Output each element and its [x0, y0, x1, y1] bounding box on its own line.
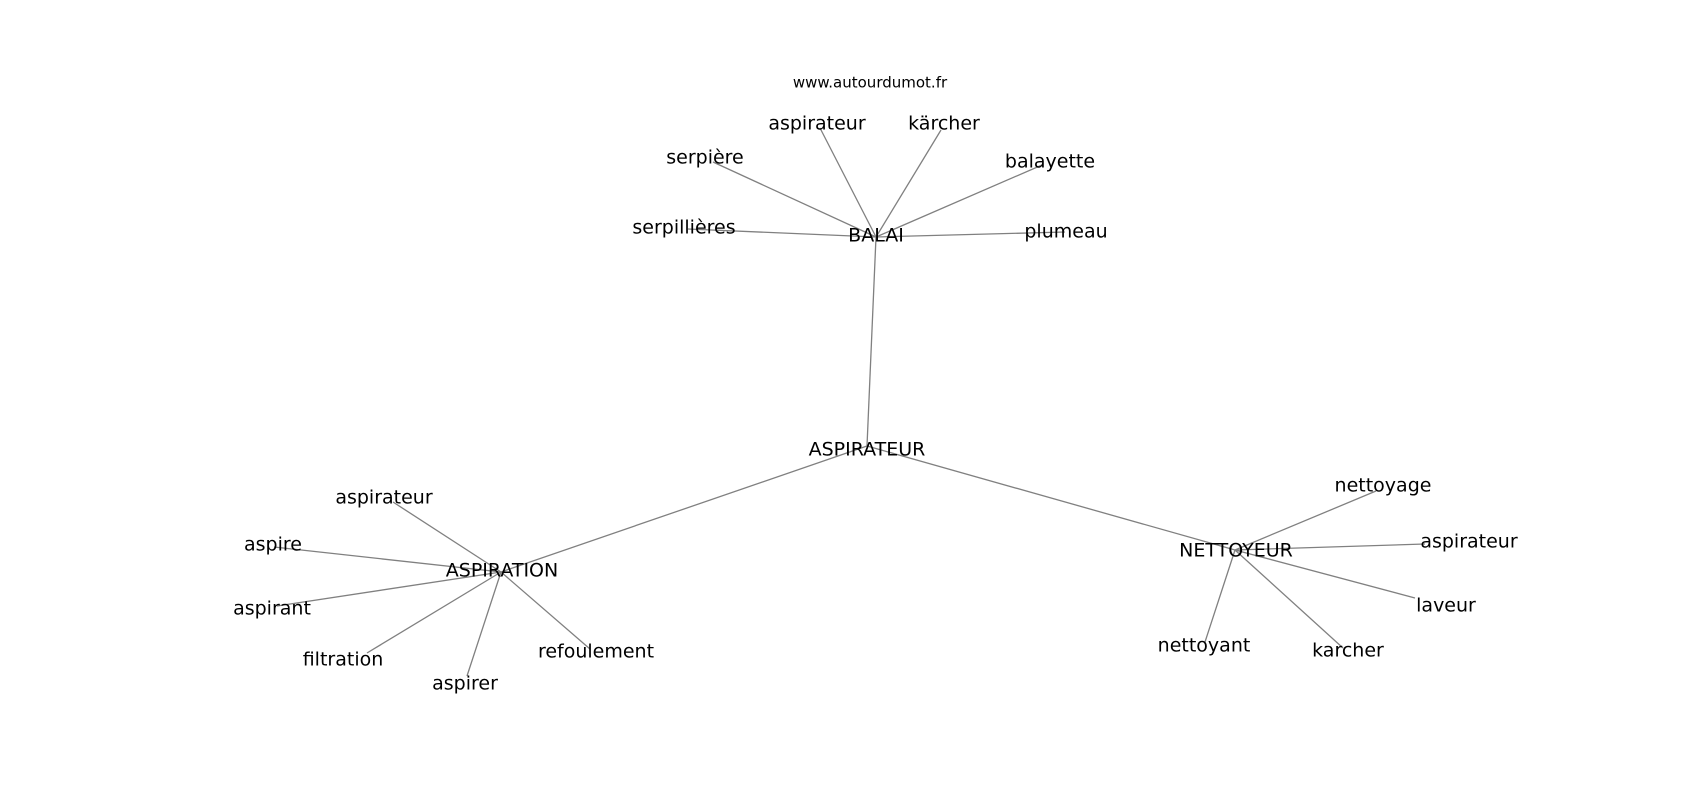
hub-node-label: ASPIRATION	[446, 560, 558, 582]
word-node-label: nettoyage	[1335, 475, 1432, 497]
word-node-label: nettoyant	[1158, 635, 1251, 657]
edge-nettoyeur-4	[1204, 549, 1236, 643]
hub-node-label: BALAI	[848, 225, 904, 247]
word-node-label: aspire	[244, 534, 302, 556]
word-node-label: laveur	[1416, 595, 1476, 617]
edge-nettoyeur-3	[1234, 549, 1344, 649]
edge-balai-4	[687, 228, 877, 238]
edge-aspiration-1	[273, 546, 502, 573]
edge-aspiration-3	[366, 571, 502, 654]
edge-nettoyeur-1	[1234, 543, 1426, 551]
word-node-label: aspirant	[233, 598, 311, 620]
word-node-label: serpillières	[632, 217, 735, 239]
word-node-label: kärcher	[908, 113, 980, 135]
word-node-label: aspirateur	[1420, 531, 1518, 553]
edge-center-to-nettoyeur	[866, 445, 1236, 551]
center-node-label: ASPIRATEUR	[809, 439, 926, 461]
edge-balai-3	[875, 164, 1043, 238]
edge-nettoyeur-2	[1234, 549, 1416, 599]
edges	[273, 127, 1426, 677]
edge-balai-2	[712, 161, 877, 238]
edge-balai-5	[875, 231, 1066, 238]
hub-node-label: NETTOYEUR	[1179, 540, 1293, 562]
word-node-label: balayette	[1005, 151, 1095, 173]
edge-aspiration-2	[276, 571, 502, 607]
word-node-label: karcher	[1312, 640, 1384, 662]
edge-aspiration-0	[392, 501, 502, 573]
edge-balai-0	[819, 127, 877, 238]
edge-balai-1	[875, 129, 942, 238]
edge-nettoyeur-0	[1234, 490, 1377, 551]
edge-center-to-balai	[866, 236, 877, 447]
word-node-label: aspirateur	[335, 487, 433, 509]
source-url: www.autourdumot.fr	[793, 74, 948, 92]
word-node-label: filtration	[303, 649, 384, 671]
word-node-label: aspirateur	[768, 113, 866, 135]
word-node-label: plumeau	[1024, 221, 1107, 243]
edge-center-to-aspiration	[500, 445, 868, 573]
word-node-label: refoulement	[538, 641, 654, 663]
edge-aspiration-4	[466, 571, 502, 677]
word-node-label: serpière	[666, 147, 744, 169]
labels: ASPIRATEUR BALAI aspirateur kärcher serpière…	[233, 113, 1518, 695]
edge-aspiration-5	[500, 571, 591, 650]
word-node-label: aspirer	[432, 673, 498, 695]
